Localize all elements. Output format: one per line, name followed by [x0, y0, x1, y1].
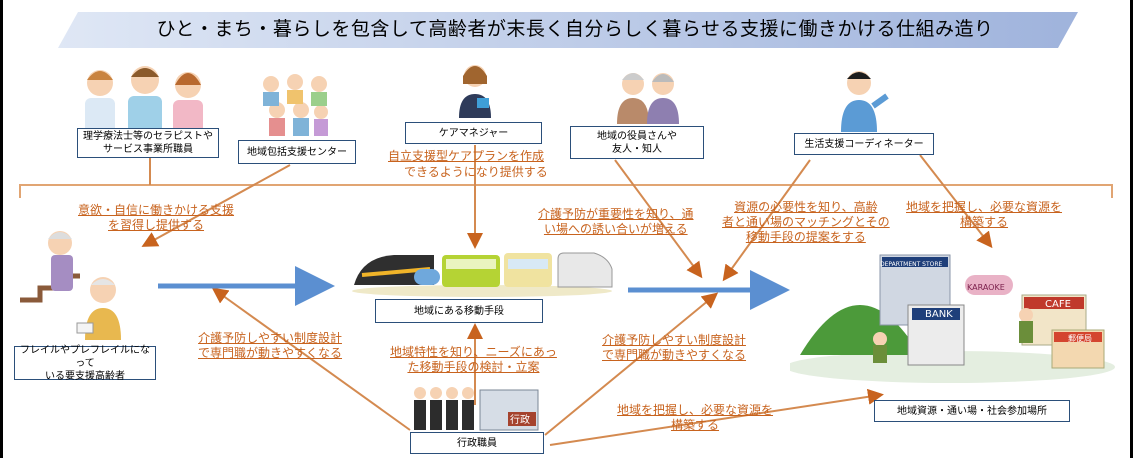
post-office-sign: 郵便局: [1068, 334, 1092, 343]
label-matching: 資源の必要性を知り、高齢 者と通い場のマッチングとその 移動手段の提案をする: [722, 200, 890, 244]
label-needs: 地域特性を知り、ニーズにあっ た移動手段の検討・立案: [390, 345, 557, 374]
elderly-box: フレイルやプレフレイルになって いる要支援高齢者: [14, 345, 156, 382]
transport-illustration: [352, 252, 613, 297]
community-resources-illustration: [790, 254, 1115, 383]
dept-store-sign: DEPARTMENT STORE: [880, 261, 943, 268]
label-system-right: 介護予防しやすい制度設計 で専門職が動きやすくなる: [602, 333, 747, 362]
label-careplan-2: できるようになり提供する: [404, 165, 548, 179]
care-manager-box: ケアマネジャー: [405, 122, 542, 144]
therapists-illustration: [85, 66, 203, 136]
local-officers-box: 地域の役員さんや 友人・知人: [570, 126, 704, 159]
bank-sign: BANK: [925, 309, 953, 320]
title-banner: [58, 12, 1078, 48]
support-center-box: 地域包括支援センター: [238, 140, 356, 164]
local-officers-illustration: [617, 73, 679, 124]
karaoke-sign: KARAOKE: [967, 283, 1005, 292]
support-center-illustration: [263, 74, 328, 136]
transport-box: 地域にある移動手段: [375, 299, 543, 323]
label-grasp-top: 地域を把握し、必要な資源を 構築する: [906, 200, 1063, 229]
care-manager-illustration: [459, 65, 491, 118]
government-staff-box: 行政職員: [410, 432, 544, 454]
label-prevention: 介護予防が重要性を知り、通 い場への誘い合いが増える: [538, 207, 694, 236]
label-motivation: 意欲・自信に働きかける支援 を習得し提供する: [78, 203, 235, 232]
coordinator-illustration: [841, 71, 889, 132]
resources-box: 地域資源・通い場・社会参加場所: [874, 400, 1070, 422]
government-staff-illustration: [414, 387, 539, 431]
elderly-illustration: [20, 231, 121, 340]
therapist-box: 理学療法士等のセラピストや サービス事業所職員: [77, 128, 219, 158]
label-system-left: 介護予防しやすい制度設計 で専門職が動きやすくなる: [198, 331, 343, 360]
coordinator-box: 生活支援コーディネーター: [794, 133, 934, 155]
label-grasp-bottom: 地域を把握し、必要な資源を 構築する: [617, 403, 774, 432]
page-title: ひと・まち・暮らしを包含して高齢者が末長く自分らしく暮らせる支援に働きかける仕組…: [156, 18, 994, 40]
cafe-sign: CAFE: [1045, 299, 1071, 310]
gyosei-sign: 行政: [510, 415, 530, 426]
label-careplan-1: 自立支援型ケアプランを作成: [388, 149, 545, 163]
